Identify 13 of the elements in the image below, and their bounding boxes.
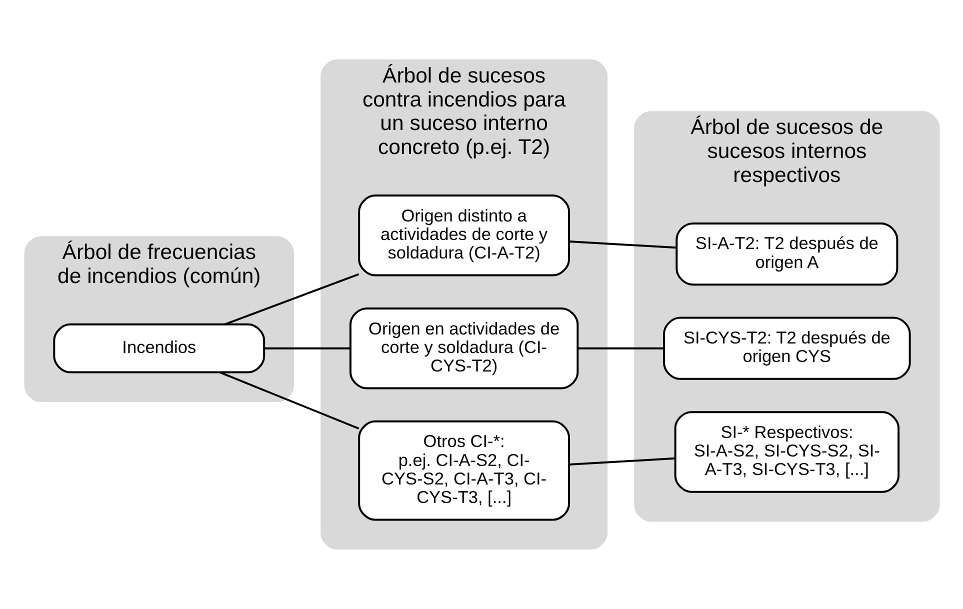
node-box: Origen distinto a actividades de corte y soldadura (CI-A-T2) xyxy=(358,194,570,276)
connector xyxy=(218,371,359,430)
connector xyxy=(577,347,664,350)
node-box: Otros CI-*: p.ej. CI-A-S2, CI-CYS-S2, CI-A-T3, CI-CYS-T3, [...] xyxy=(358,420,570,521)
connector xyxy=(224,273,359,326)
node-box: Origen en actividades de corte y soldadura (CI-CYS-T2) xyxy=(348,307,578,390)
connector xyxy=(568,240,676,249)
node-box: SI-* Respectivos: SI-A-S2, SI-CYS-S2, SI-A-T3, SI-CYS-T3, [...] xyxy=(674,411,900,493)
node-box: Incendios xyxy=(52,323,265,374)
connector xyxy=(568,457,675,466)
node-box: SI-A-T2: T2 después de origen A xyxy=(675,222,898,286)
connector xyxy=(264,347,350,350)
node-box: SI-CYS-T2: T2 después de origen CYS xyxy=(662,316,910,380)
